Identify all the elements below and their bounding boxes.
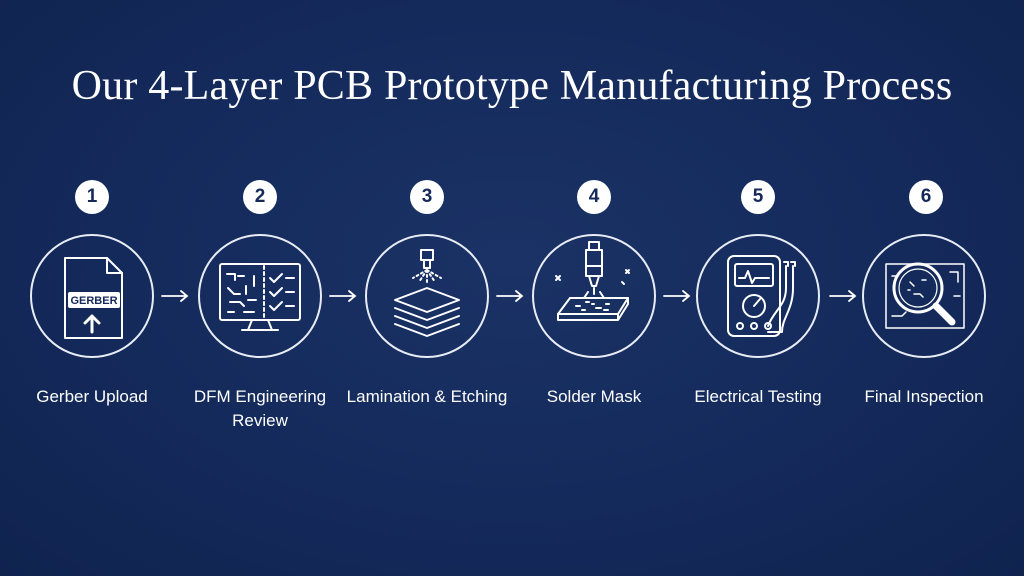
arrow-right-icon (328, 289, 358, 303)
step-1-icon-circle: GERBER (30, 234, 154, 358)
step-label-6: Final Inspection (864, 387, 984, 406)
monitor-checklist-icon (219, 263, 301, 331)
step-number-badge-5: 5 (741, 180, 775, 214)
step-label-2: DFM Engineering Review (193, 387, 327, 430)
step-label-3: Lamination & Etching (346, 387, 508, 406)
step-3-icon-circle (365, 234, 489, 358)
arrow-right-icon (828, 289, 858, 303)
step-4-icon-circle (532, 234, 656, 358)
step-2-icon-circle (198, 234, 322, 358)
magnifier-board-icon (885, 262, 965, 329)
gerber-file-upload-icon: GERBER (64, 257, 123, 339)
solder-dispenser-board-icon (555, 241, 630, 321)
multimeter-icon (727, 255, 796, 337)
arrow-right-icon (662, 289, 692, 303)
arrow-right-icon (160, 289, 190, 303)
step-number-badge-2: 2 (243, 180, 277, 214)
step-number-badge-3: 3 (410, 180, 444, 214)
step-6-icon-circle (862, 234, 986, 358)
step-label-1: Gerber Upload (36, 387, 148, 406)
layer-stack-spray-icon (394, 249, 460, 337)
step-label-4: Solder Mask (546, 387, 642, 406)
arrow-right-icon (495, 289, 525, 303)
step-number-badge-6: 6 (909, 180, 943, 214)
step-label-5: Electrical Testing (694, 387, 822, 406)
page-title: Our 4-Layer PCB Prototype Manufacturing … (71, 63, 953, 109)
gerber-file-label: GERBER (70, 295, 117, 307)
step-number-badge-1: 1 (75, 180, 109, 214)
step-5-icon-circle (696, 234, 820, 358)
step-number-badge-4: 4 (577, 180, 611, 214)
